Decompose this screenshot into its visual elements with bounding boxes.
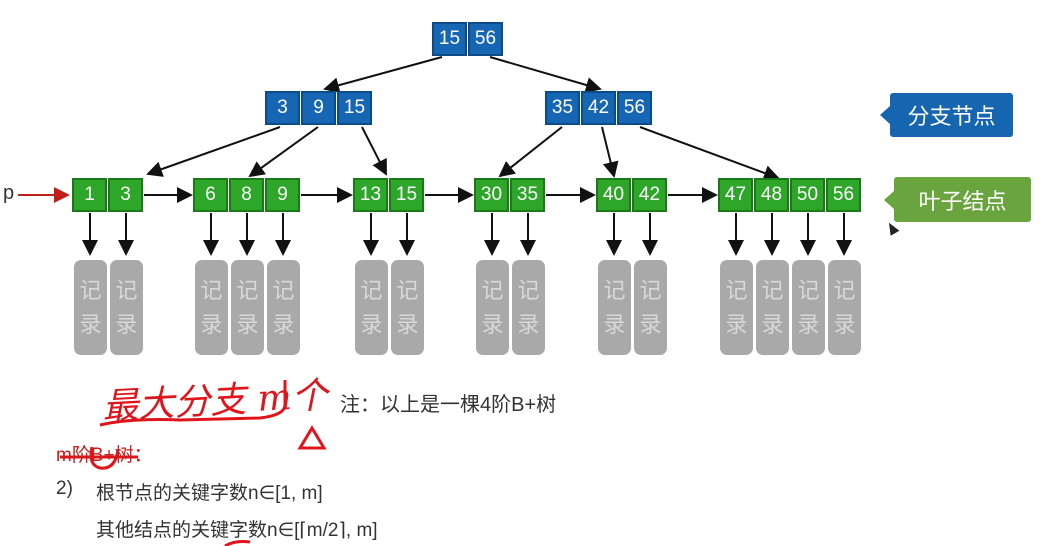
key-cell: 42 [632,178,667,212]
key-cell: 56 [468,22,503,56]
record-block: 记录 [391,260,424,355]
key-cell: 15 [337,91,372,125]
record-text: 录 [79,311,102,337]
leaf-node-label-text: 叶子结点 [918,188,1007,214]
record-text: 记 [761,277,784,303]
record-text: 记 [396,277,419,303]
record-block: 记录 [355,260,388,355]
record-text: 录 [396,311,419,337]
note-text: 注：以上是一棵4阶B+树 [340,394,557,416]
record-text: 录 [236,311,259,337]
rules-title: m阶B+树： [56,445,153,466]
branch-node-label: 分支节点 [880,93,1013,137]
branch-node-label-text: 分支节点 [907,104,996,129]
record-text: 录 [639,311,662,337]
key-cell: 9 [265,178,300,212]
record-block: 记录 [828,260,861,355]
record-text: 记 [603,277,626,303]
edge-arrow [323,56,443,94]
edge-arrow [601,126,619,178]
pointer-label: p [3,182,15,204]
record-block: 记录 [476,260,509,355]
key-cell: 30 [474,178,509,212]
leaf-node-label: 叶子结点 [884,177,1031,222]
rule-item-number: 2) [56,478,73,499]
record-text: 录 [360,311,383,337]
record-block: 记录 [195,260,228,355]
key-cell: 3 [265,91,300,125]
record-block: 记录 [634,260,667,355]
key-cell: 6 [193,178,228,212]
edge-arrow [146,126,281,177]
key-cell: 35 [510,178,545,212]
record-block: 记录 [720,260,753,355]
record-text: 录 [200,311,223,337]
key-cell: 48 [754,178,789,212]
record-text: 记 [481,277,504,303]
key-cell: 1 [72,178,107,212]
record-text: 记 [200,277,223,303]
edge-arrow [498,126,563,178]
record-block: 记录 [110,260,143,355]
record-text: 录 [833,311,856,337]
key-cell: 42 [581,91,616,125]
record-text: 录 [115,311,138,337]
key-cell: 47 [718,178,753,212]
record-text: 记 [833,277,856,303]
record-text: 记 [236,277,259,303]
handwriting-ink [60,380,327,546]
record-block: 记录 [792,260,825,355]
edge-arrow [248,126,319,178]
record-block: 记录 [598,260,631,355]
record-text: 记 [79,277,102,303]
key-cell: 50 [790,178,825,212]
edge-arrow [489,56,602,93]
record-text: 记 [725,277,748,303]
record-block: 记录 [231,260,264,355]
key-cell: 15 [432,22,467,56]
record-text: 录 [761,311,784,337]
record-text: 记 [360,277,383,303]
edge-arrow [361,126,387,176]
key-cell: 40 [596,178,631,212]
root-rule: 根节点的关键字数n∈[1, m] [96,483,323,504]
key-cell: 8 [229,178,264,212]
record-text: 记 [272,277,295,303]
key-cell: 56 [826,178,861,212]
other-rule: 其他结点的关键字数n∈[⌈m/2⌉, m] [96,520,378,541]
record-text: 录 [797,311,820,337]
record-text: 录 [272,311,295,337]
key-cell: 56 [617,91,652,125]
edge-arrow [639,126,780,181]
key-cell: 15 [389,178,424,212]
record-block: 记录 [267,260,300,355]
record-text: 记 [115,277,138,303]
record-text: 记 [517,277,540,303]
record-text: 记 [797,277,820,303]
record-text: 记 [639,277,662,303]
record-block: 记录 [512,260,545,355]
record-text: 录 [517,311,540,337]
record-block: 记录 [756,260,789,355]
record-text: 录 [725,311,748,337]
key-cell: 3 [108,178,143,212]
key-cell: 9 [301,91,336,125]
record-text: 录 [603,311,626,337]
record-block: 记录 [74,260,107,355]
record-text: 录 [481,311,504,337]
key-cell: 13 [353,178,388,212]
key-cell: 35 [545,91,580,125]
